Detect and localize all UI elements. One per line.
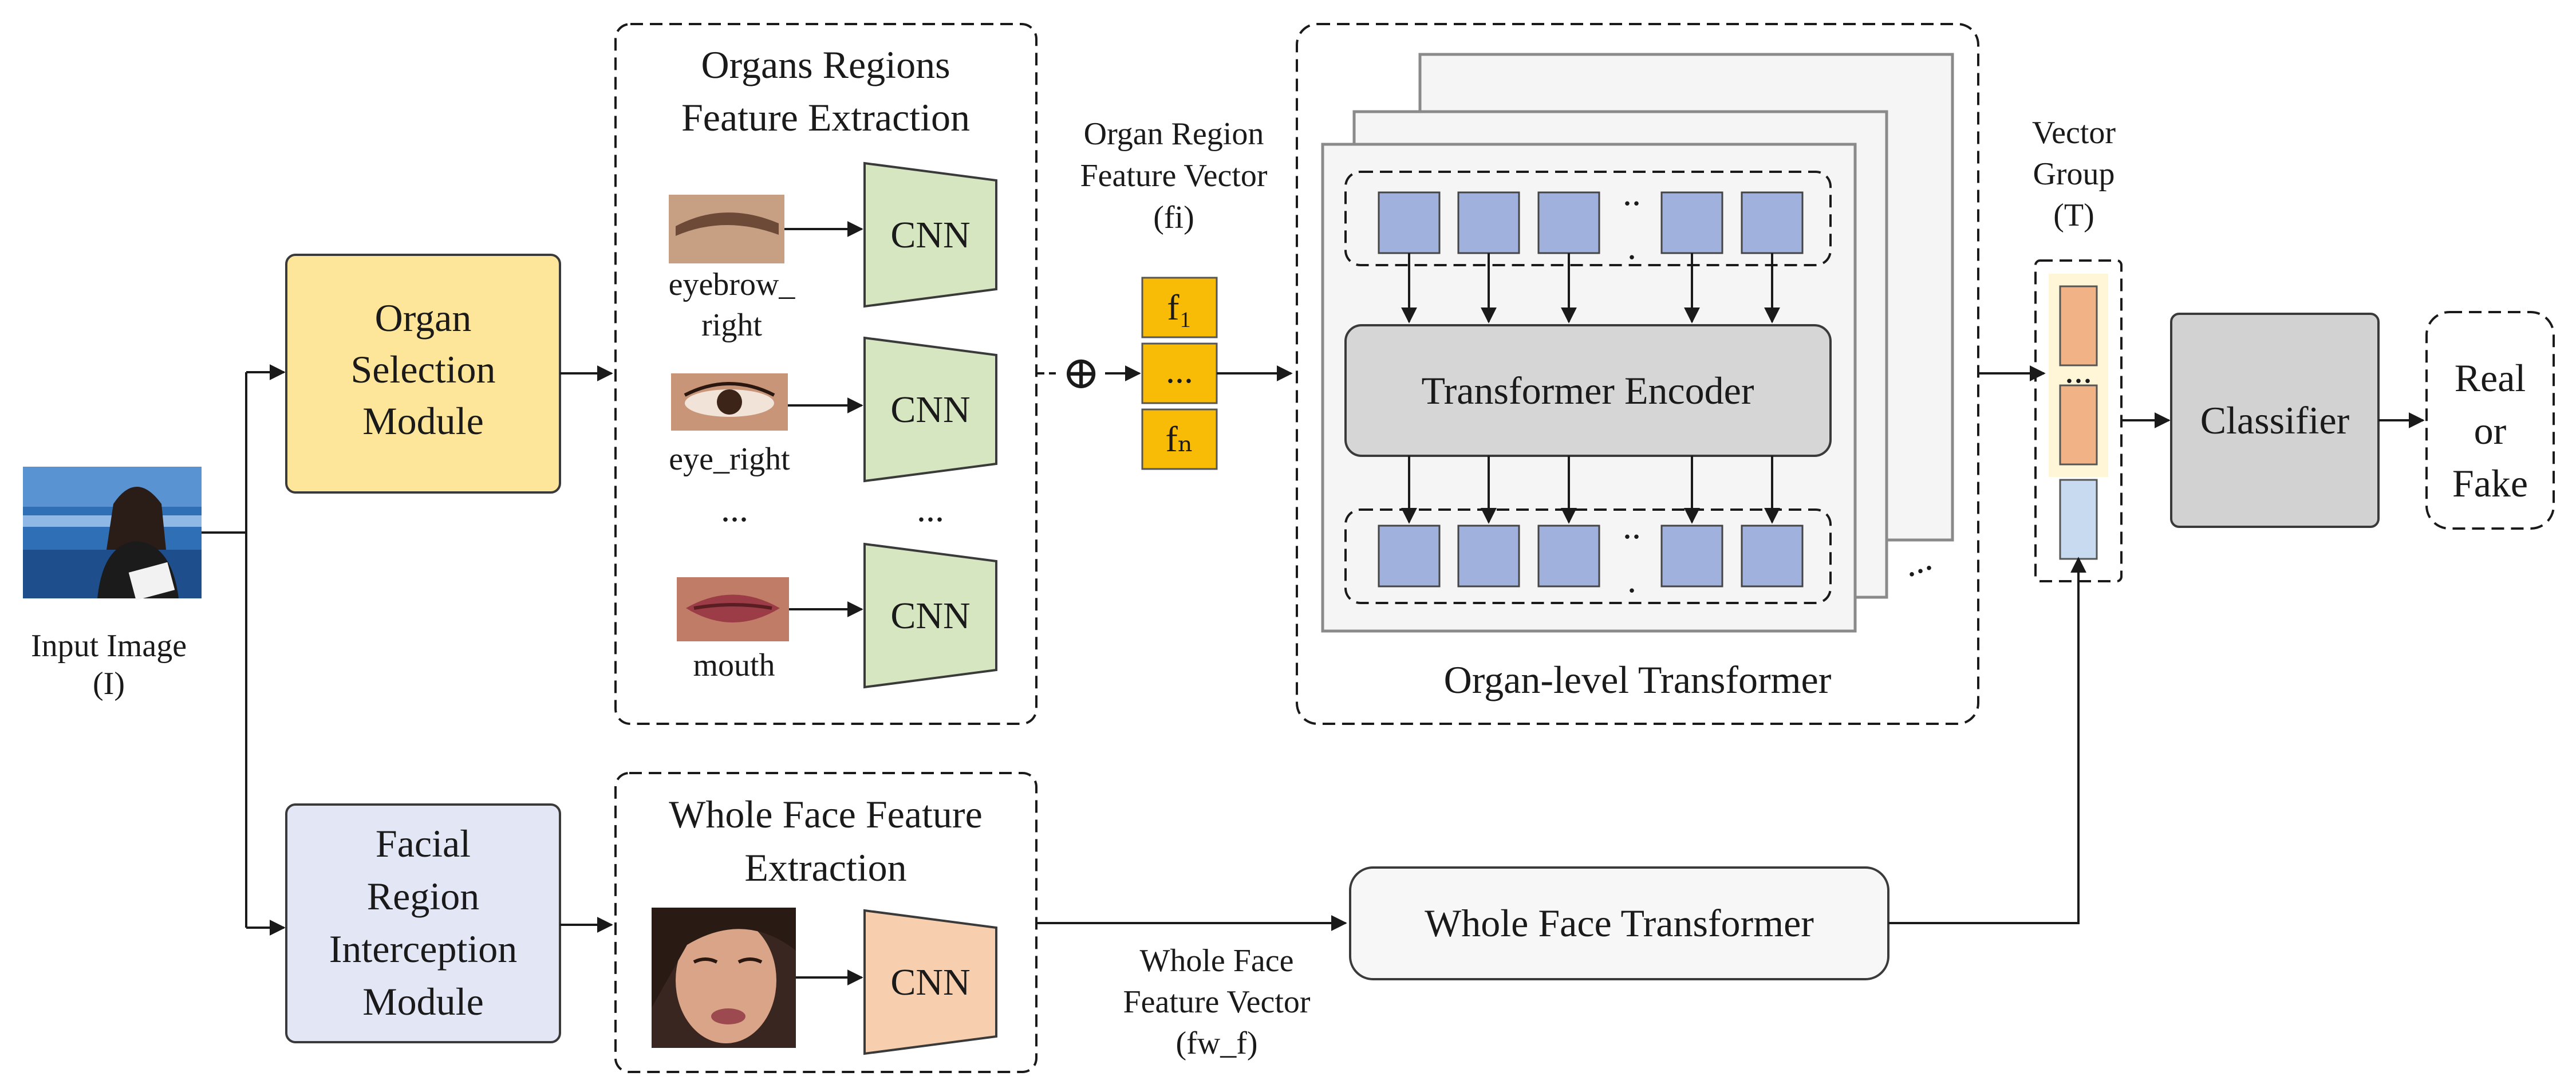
feature-vector-cell-ellipsis (1141, 342, 1218, 404)
cnn-eye-label: CNN (890, 389, 970, 431)
feature-vector-cell-fn (1141, 408, 1218, 470)
input-token (1741, 191, 1804, 254)
whole-face-transformer-label: Whole Face Transformer (1425, 901, 1814, 945)
organ-vector-title-line2: Feature Vector (1080, 158, 1267, 194)
mouth-image (677, 577, 789, 641)
output-token-dots-bottom: . (1627, 559, 1636, 600)
feature-vector-cell-f1 (1141, 277, 1218, 338)
facial-region-line4: Module (362, 980, 484, 1023)
organs-ellipsis-left: ... (721, 488, 748, 529)
output-token-dots-top: .. (1623, 506, 1641, 546)
input-token (1660, 191, 1723, 254)
organ-label-mouth: mouth (693, 648, 775, 683)
input-image (23, 467, 202, 601)
whole-face-vector-line2: Feature Vector (1123, 984, 1310, 1020)
facial-region-line1: Facial (376, 822, 471, 865)
organ-label-eyebrow-line1: eyebrow_ (669, 267, 796, 302)
organs-extraction-box (614, 23, 1037, 725)
feature-vector-cell-f1-label: f₁ (1167, 287, 1192, 328)
whole-face-vector-line1: Whole Face (1140, 943, 1294, 979)
input-token-dots-top: .. (1623, 172, 1641, 213)
cnn-whole-face-label: CNN (890, 961, 970, 1003)
organs-extraction-title-line1: Organs Regions (701, 43, 950, 86)
feature-vector-cell-fn-label: fₙ (1166, 419, 1194, 459)
output-token (1660, 525, 1723, 588)
transformer-stack-dots: ... (1897, 537, 1936, 585)
vector-group-organ-token (2059, 384, 2098, 466)
facial-region-line2: Region (367, 874, 479, 918)
transformer-encoder-label: Transformer Encoder (1422, 369, 1754, 412)
vector-group-organ-token (2059, 285, 2098, 366)
organ-selection-line3: Module (362, 399, 484, 443)
face-image (652, 908, 796, 1048)
organ-level-transformer-title: Organ-level Transformer (1444, 658, 1832, 701)
facial-region-line3: Interception (329, 927, 518, 971)
transformer-encoder (1344, 324, 1832, 457)
output-line2: or (2474, 409, 2507, 452)
eye-image (671, 373, 788, 431)
vector-group-dots: ... (2065, 350, 2092, 391)
cnn-eyebrow-label: CNN (890, 214, 970, 256)
eyebrow-image (669, 195, 784, 263)
vector-group-title-line1: Vector (2032, 115, 2116, 151)
organs-extraction-title-line2: Feature Extraction (681, 96, 970, 139)
output-token-row (1344, 508, 1832, 604)
organ-label-eye: eye_right (669, 441, 790, 477)
organs-ellipsis-right: ... (917, 488, 944, 529)
output-box (2425, 311, 2555, 530)
output-token (1378, 525, 1441, 588)
input-token (1537, 191, 1600, 254)
output-line1: Real (2455, 356, 2526, 400)
output-token (1537, 525, 1600, 588)
vector-group-title-line3: (T) (2053, 198, 2094, 233)
input-token (1457, 191, 1520, 254)
facial-region-interception-module (285, 803, 561, 1043)
input-token-dots-bottom: . (1627, 226, 1636, 267)
vector-group-title-line2: Group (2033, 156, 2115, 192)
input-token-row (1344, 171, 1832, 266)
whole-face-title-line2: Extraction (744, 846, 906, 889)
output-line3: Fake (2452, 462, 2528, 505)
organ-selection-line2: Selection (350, 348, 495, 391)
output-token (1457, 525, 1520, 588)
whole-face-vector-line3: (fw_f) (1175, 1026, 1257, 1061)
input-label-line1: Input Image (31, 628, 187, 664)
cnn-mouth-label: CNN (890, 595, 970, 637)
classifier-label: Classifier (2200, 399, 2350, 442)
cnn-eye (863, 336, 997, 483)
cnn-eyebrow (863, 161, 997, 308)
organ-vector-title-line1: Organ Region (1084, 116, 1264, 152)
organ-selection-line1: Organ (375, 296, 472, 340)
vector-group-face-token (2059, 479, 2098, 560)
organ-vector-title-line3: (fi) (1153, 200, 1194, 235)
organ-label-eyebrow-line2: right (701, 308, 762, 343)
cnn-mouth (863, 542, 997, 689)
concat-oplus-icon: ⊕ (1062, 348, 1100, 399)
whole-face-title-line1: Whole Face Feature (669, 793, 983, 836)
input-label-line2: (I) (93, 666, 125, 701)
input-token (1378, 191, 1441, 254)
cnn-whole-face (863, 909, 997, 1055)
feature-vector-cell-ellipsis-label: ... (1166, 350, 1193, 391)
output-token (1741, 525, 1804, 588)
